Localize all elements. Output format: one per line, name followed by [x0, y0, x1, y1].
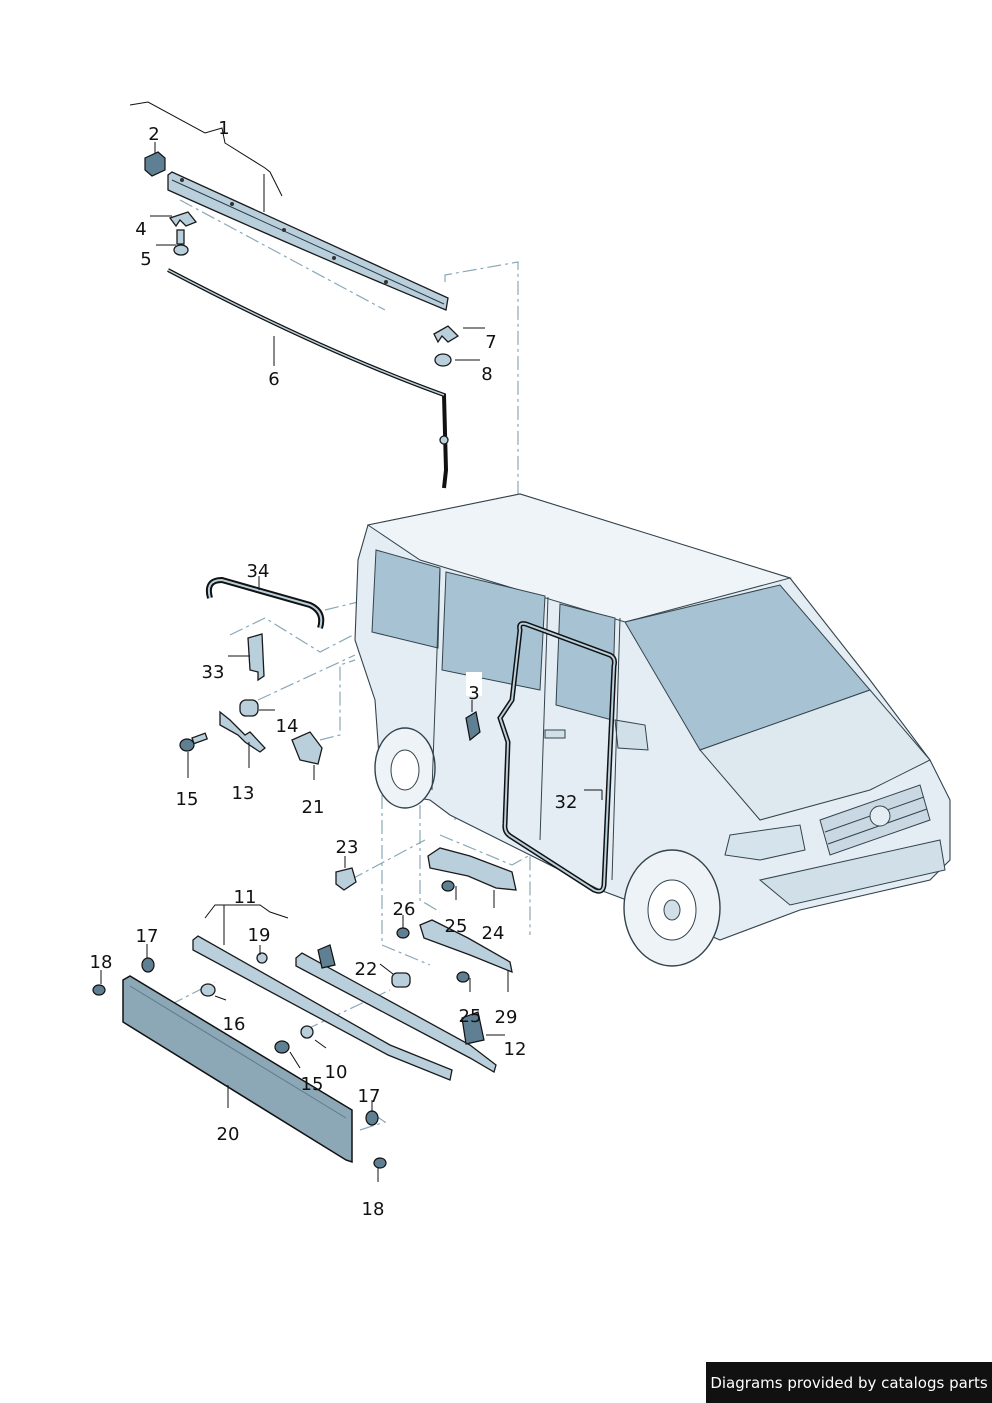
callout-23: 23: [336, 837, 359, 858]
van-illustration: [354, 493, 951, 967]
callout-21: 21: [302, 797, 325, 818]
bracket-33: [247, 633, 265, 682]
clip-part-7: [433, 325, 460, 344]
callout-17-right: 17: [358, 1086, 381, 1107]
rail-seal-strip: [167, 268, 449, 489]
callout-3: 3: [468, 683, 479, 704]
middle-rail-11: [192, 935, 453, 1081]
callout-13: 13: [232, 783, 255, 804]
callout-26: 26: [393, 899, 416, 920]
clip-17-right: [365, 1110, 379, 1126]
callout-29: 29: [495, 1007, 518, 1028]
callout-18-right: 18: [362, 1199, 385, 1220]
callout-1: 1: [218, 118, 229, 139]
door-seal-32: [497, 621, 617, 894]
callout-15-lower: 15: [301, 1074, 324, 1095]
bolt-25-upper: [441, 880, 455, 892]
callout-32: 32: [555, 792, 578, 813]
screw-18-left: [92, 984, 106, 996]
guide-21: [291, 731, 323, 765]
nut-part: [434, 353, 452, 367]
callout-16: 16: [223, 1014, 246, 1035]
callout-24: 24: [482, 923, 505, 944]
callout-2: 2: [148, 124, 159, 145]
roller-bracket-29: [419, 919, 513, 974]
clip-part: [168, 211, 198, 228]
callout-34: 34: [247, 561, 270, 582]
callout-10: 10: [325, 1062, 348, 1083]
clip-17-left: [141, 957, 155, 973]
fasteners: [92, 952, 387, 1169]
cover-panel-20: [122, 975, 353, 1164]
lower-rail-12: [295, 952, 497, 1073]
bolt-25-lower: [456, 971, 470, 983]
callout-15-upper: 15: [176, 789, 199, 810]
nut-19: [256, 952, 268, 964]
callout-33: 33: [202, 662, 225, 683]
washer-10: [300, 1025, 314, 1039]
callout-25-upper: 25: [445, 916, 468, 937]
end-cap-part: [144, 151, 166, 177]
callout-8: 8: [481, 364, 492, 385]
window-seal-34: [205, 576, 325, 629]
roller-bracket-24: [427, 847, 517, 891]
bolt-15: [179, 732, 209, 752]
upper-guide-rail: [167, 171, 449, 311]
roller-carriage-12: [461, 1011, 485, 1045]
callout-25-lower: 25: [459, 1006, 482, 1027]
bolt-15-lower: [274, 1040, 290, 1054]
callout-18-left: 18: [90, 952, 113, 973]
bolt-26: [396, 927, 410, 939]
callout-6: 6: [268, 369, 279, 390]
callout-5: 5: [140, 249, 151, 270]
clip-16: [200, 983, 216, 997]
screw-18-right: [373, 1157, 387, 1169]
callout-22: 22: [355, 959, 378, 980]
bracket-13-14: [219, 699, 266, 753]
callout-11: 11: [234, 887, 257, 908]
callout-7: 7: [485, 332, 496, 353]
callout-12: 12: [504, 1039, 527, 1060]
callout-20: 20: [217, 1124, 240, 1145]
callout-14: 14: [276, 716, 299, 737]
callout-labels: 1 2 3 4 5 6 7 8 10 11 12 13 14 15 15 16 …: [90, 118, 578, 1220]
stop-22: [391, 972, 411, 988]
screw-part: [173, 229, 189, 256]
credit-banner: Diagrams provided by catalogs parts: [706, 1362, 992, 1403]
door-bumper-part: [465, 711, 481, 742]
leader-lines: [100, 101, 603, 1182]
callout-4: 4: [135, 219, 146, 240]
grommet-23: [335, 867, 357, 891]
callout-19: 19: [248, 925, 271, 946]
callout-17-left: 17: [136, 926, 159, 947]
rail-stop-12: [317, 944, 336, 969]
